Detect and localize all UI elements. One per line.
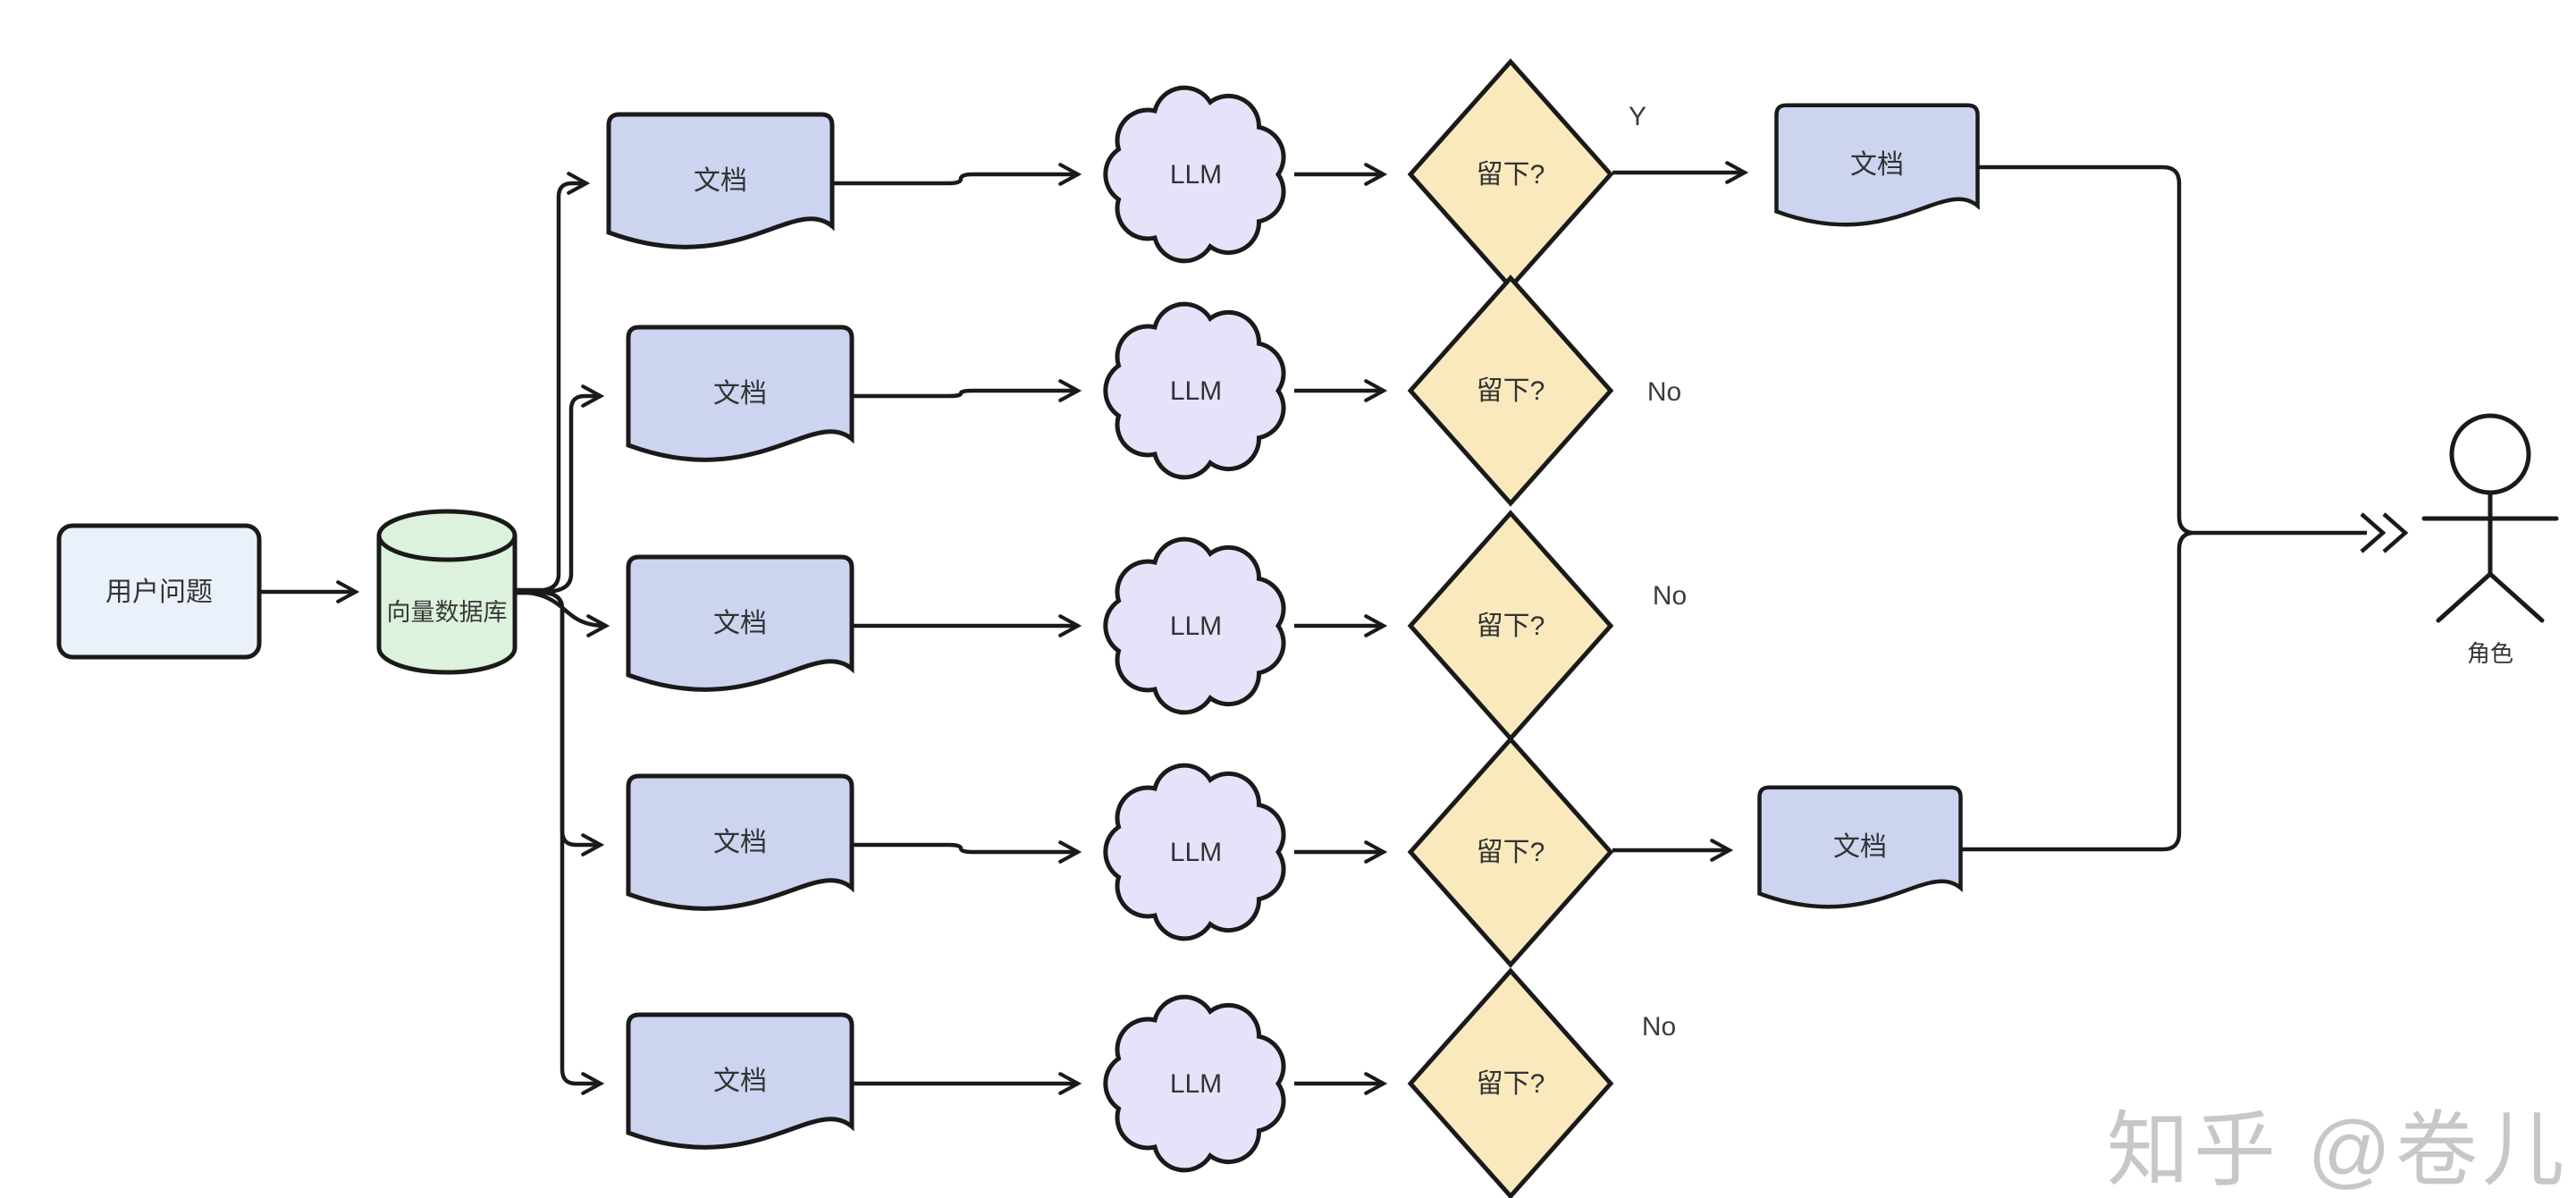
branch-label-5: No	[1642, 1012, 1676, 1042]
branch-label-3: No	[1653, 581, 1687, 611]
node-decision-5: 留下?	[1410, 971, 1611, 1196]
edge-doc-out-4-to-merge	[1961, 530, 2193, 852]
llm-label-1: LLM	[1170, 160, 1222, 190]
node-doc-3: 文档	[628, 557, 852, 689]
llm-label-2: LLM	[1170, 376, 1222, 406]
node-llm-2: LLM	[1106, 304, 1284, 477]
decision-label-5: 留下?	[1477, 1069, 1545, 1099]
edge-db-to-doc-1	[517, 172, 591, 593]
watermark: 知乎 @卷儿	[2107, 1105, 2569, 1196]
edge-db-to-doc-2	[517, 384, 605, 594]
doc-label-2: 文档	[713, 379, 767, 409]
edge-merge-to-actor	[2192, 512, 2409, 553]
decision-label-2: 留下?	[1477, 376, 1545, 406]
doc-out-label-4: 文档	[1833, 832, 1887, 862]
decision-label-3: 留下?	[1477, 612, 1545, 641]
vector-db-top	[376, 509, 518, 562]
node-llm-3: LLM	[1106, 539, 1284, 713]
node-doc-1: 文档	[609, 114, 832, 247]
node-vector-db: 向量数据库	[376, 509, 518, 675]
node-decision-2: 留下?	[1410, 278, 1611, 503]
vector-db-body	[376, 536, 518, 675]
doc-out-label-1: 文档	[1850, 150, 1904, 180]
node-doc-out-1: 文档	[1777, 105, 1978, 225]
actor-leg-left	[2436, 571, 2493, 623]
doc-label-5: 文档	[713, 1067, 767, 1096]
branch-label-1: Y	[1629, 102, 1646, 131]
node-decision-3: 留下?	[1410, 513, 1611, 738]
decision-label-4: 留下?	[1477, 838, 1545, 867]
user-question-box	[56, 523, 262, 660]
vector-db-label: 向量数据库	[387, 599, 508, 626]
node-actor	[2421, 413, 2559, 623]
decision-label-1: 留下?	[1477, 160, 1545, 190]
edge-db-to-doc-5	[517, 590, 605, 1095]
node-doc-2: 文档	[628, 327, 852, 460]
node-doc-out-4: 文档	[1760, 788, 1961, 907]
actor-label: 角色	[2467, 640, 2513, 667]
node-doc-4: 文档	[628, 776, 852, 908]
doc-label-4: 文档	[713, 828, 767, 857]
llm-label-4: LLM	[1170, 838, 1222, 867]
edge-doc-out-1-to-merge	[1978, 165, 2193, 536]
double-chevron-icon	[2360, 512, 2387, 553]
doc-label-1: 文档	[694, 166, 747, 196]
node-llm-4: LLM	[1106, 765, 1284, 939]
llm-label-3: LLM	[1170, 612, 1222, 641]
node-decision-1: 留下?	[1410, 62, 1611, 287]
node-llm-5: LLM	[1106, 997, 1284, 1170]
double-chevron-icon	[2382, 512, 2409, 553]
node-decision-4: 留下?	[1410, 739, 1611, 965]
doc-label-3: 文档	[713, 609, 767, 638]
node-llm-1: LLM	[1106, 88, 1284, 261]
llm-label-5: LLM	[1170, 1069, 1222, 1099]
edge-doc-to-llm-1	[832, 163, 1082, 186]
edge-db-to-doc-4	[517, 590, 605, 856]
edge-doc-to-llm-2	[852, 379, 1082, 402]
user-question-label: 用户问题	[105, 578, 213, 607]
branch-label-2: No	[1647, 377, 1681, 407]
edge-doc-to-llm-4	[852, 840, 1082, 864]
actor-head	[2449, 413, 2531, 495]
node-user-question: 用户问题	[56, 523, 262, 660]
node-doc-5: 文档	[628, 1015, 852, 1147]
actor-leg-right	[2488, 571, 2545, 623]
